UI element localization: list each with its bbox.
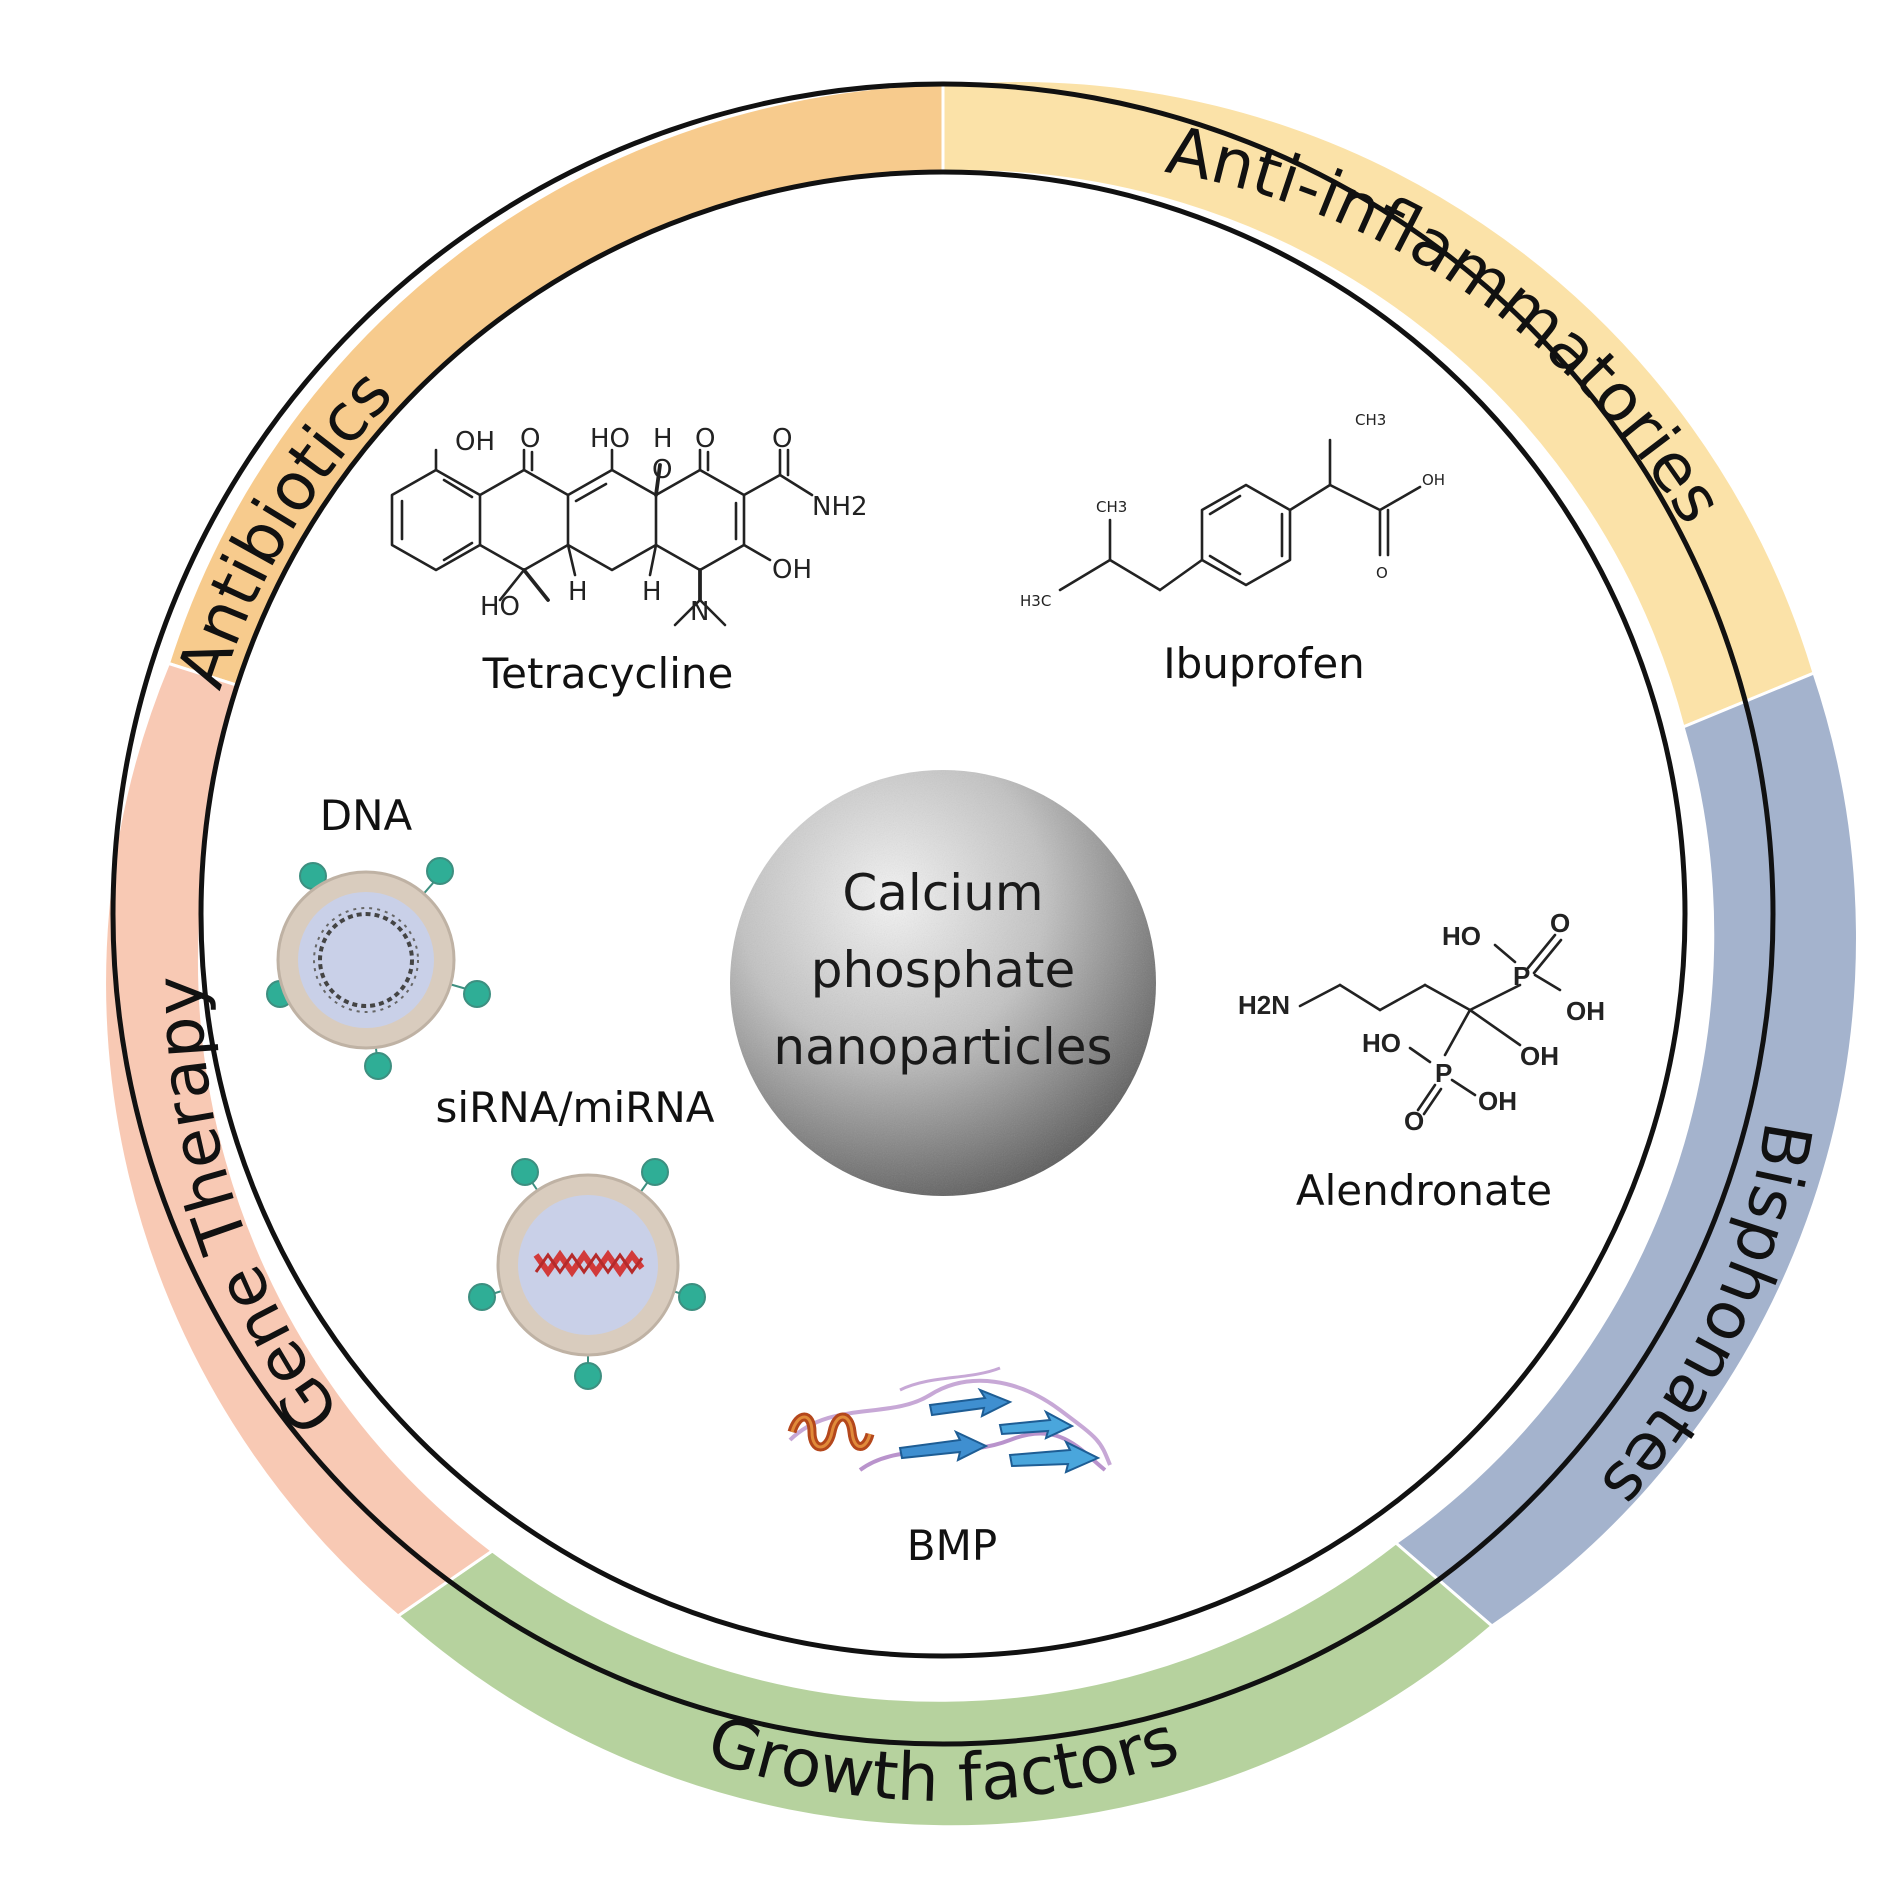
atom-label: O	[695, 424, 715, 454]
nanoparticle-sphere: Calcium phosphate nanoparticles	[730, 770, 1156, 1196]
atom-label: OH	[1422, 471, 1445, 489]
center-label-line-3: nanoparticles	[773, 1018, 1112, 1076]
bmp-protein: BMP	[787, 1366, 1112, 1570]
atom-label: H	[653, 424, 673, 454]
center-label-line-1: Calcium	[842, 864, 1043, 922]
alendronate-label: Alendronate	[1296, 1166, 1552, 1215]
atom-label: H	[568, 577, 588, 607]
atom-label: H	[642, 577, 662, 607]
atom-label: OH	[1520, 1041, 1559, 1071]
atom-label: CH3	[1355, 411, 1386, 429]
atom-label: OH	[772, 555, 812, 585]
ring-segment-growth-factors	[395, 1540, 1495, 1829]
ibuprofen-label: Ibuprofen	[1163, 639, 1365, 688]
atom-label: H2N	[1238, 990, 1290, 1020]
atom-label: O	[652, 455, 672, 485]
tetracycline-label: Tetracycline	[482, 649, 734, 698]
atom-label: O	[1376, 564, 1388, 582]
atom-label: O	[772, 424, 792, 454]
dna-liposome: DNA	[266, 791, 491, 1080]
sirna-liposome: siRNA/miRNA	[436, 1083, 715, 1390]
atom-label: OH	[1566, 996, 1605, 1026]
sirna-label: siRNA/miRNA	[436, 1083, 715, 1132]
atom-label: HO	[480, 592, 520, 622]
dna-label: DNA	[320, 791, 413, 840]
atom-label: O	[520, 424, 540, 454]
atom-label: O	[1550, 908, 1570, 938]
atom-label: P	[1435, 1058, 1452, 1088]
atom-label: O	[1404, 1106, 1424, 1136]
atom-label: OH	[455, 427, 495, 457]
ibuprofen-structure: CH3 OH O CH3 H3C Ibuprofen	[1020, 411, 1445, 688]
atom-label: H3C	[1020, 592, 1051, 610]
atom-label: NH2	[812, 492, 868, 522]
alendronate-structure: H2N HO O P OH HO OH P OH O Alendronate	[1238, 908, 1605, 1215]
atom-label: CH3	[1096, 498, 1127, 516]
atom-label: OH	[1478, 1086, 1517, 1116]
center-label-line-2: phosphate	[811, 941, 1076, 999]
atom-label: P	[1513, 961, 1530, 991]
atom-label: HO	[1442, 921, 1481, 951]
tetracycline-structure: OH O HO H O O O NH2 OH HO H H N Tetracyc…	[390, 424, 868, 698]
atom-label: N	[690, 597, 709, 627]
atom-label: HO	[1362, 1028, 1401, 1058]
atom-label: HO	[590, 424, 630, 454]
ring-segment-bisphonates	[1393, 671, 1859, 1628]
bmp-label: BMP	[907, 1521, 997, 1570]
